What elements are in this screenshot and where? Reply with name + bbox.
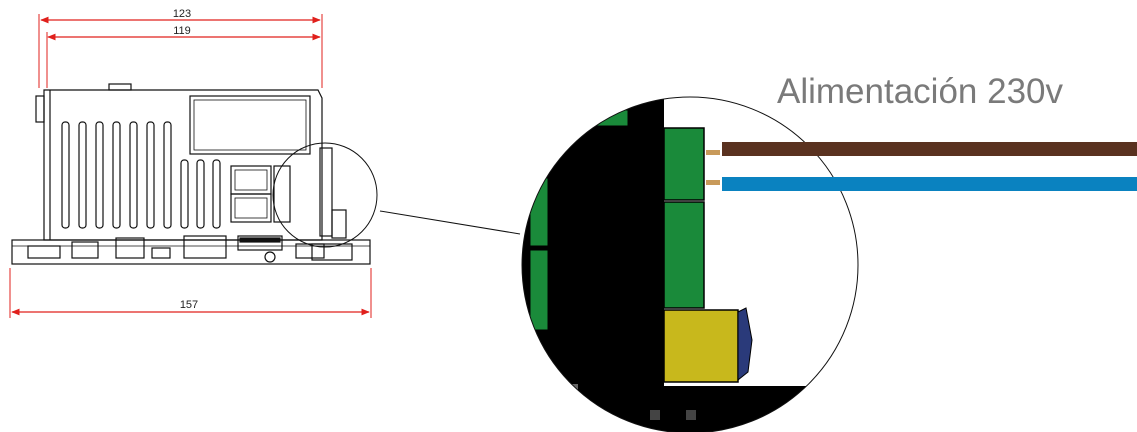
dimension-label-157: 157 bbox=[180, 299, 198, 311]
dimension-label-123: 123 bbox=[173, 8, 191, 20]
terminal-block-green bbox=[663, 127, 705, 309]
wire-brown bbox=[722, 142, 1137, 156]
dimension-119: 119 bbox=[46, 25, 321, 88]
device-housing bbox=[11, 83, 371, 265]
vent-slots bbox=[61, 121, 221, 229]
dimension-157: 157 bbox=[9, 268, 372, 318]
dimension-label-119: 119 bbox=[173, 25, 191, 37]
wire-blue bbox=[722, 177, 1137, 191]
detail-indicator bbox=[272, 142, 521, 248]
power-supply-label: Alimentación 230v bbox=[777, 72, 1063, 111]
relay-yellow bbox=[663, 307, 753, 383]
dimension-123: 123 bbox=[38, 8, 323, 88]
power-wires bbox=[722, 142, 1137, 191]
